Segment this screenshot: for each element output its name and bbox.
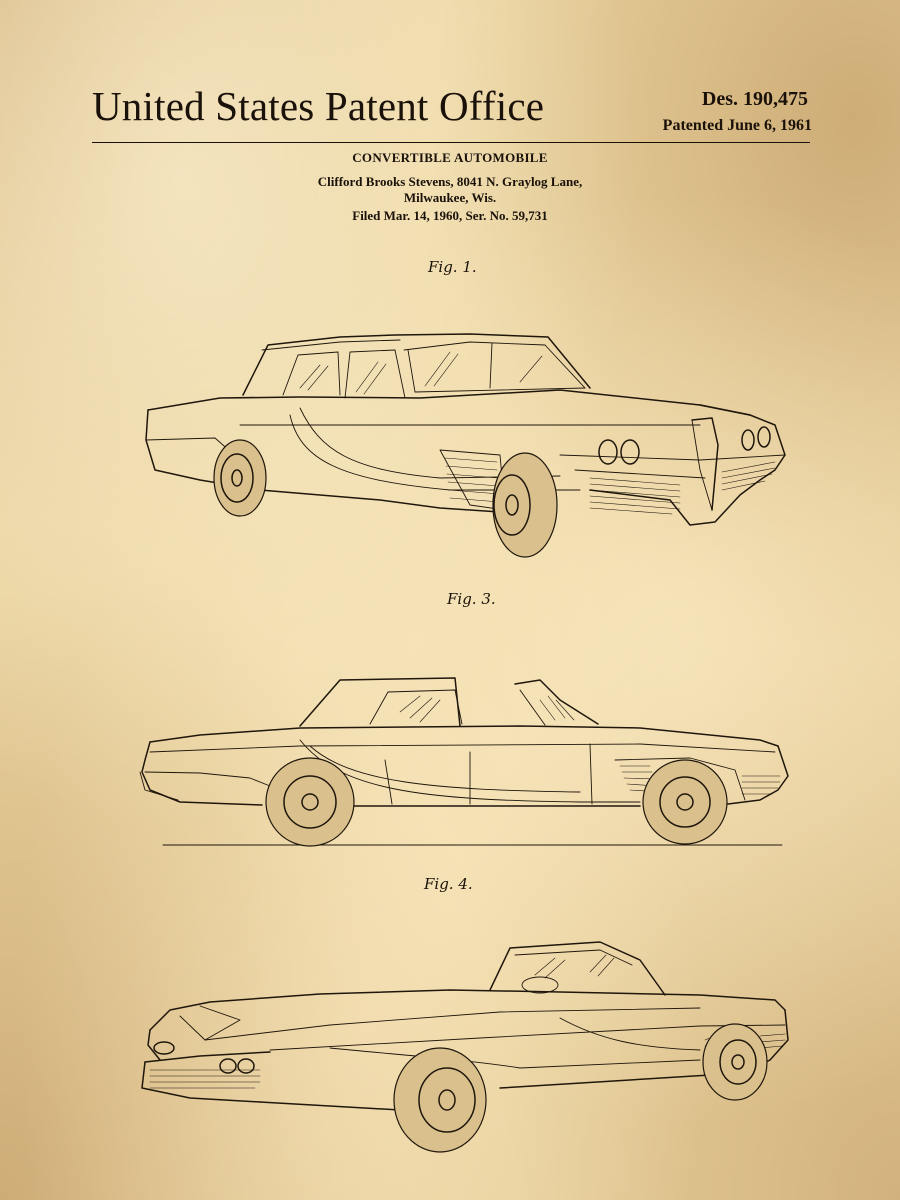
- figure-3-label: Fig. 3.: [447, 590, 496, 608]
- fig1-car-body: [145, 333, 786, 526]
- fig3-wheels: [265, 757, 728, 847]
- figure-4-label: Fig. 4.: [424, 875, 473, 893]
- office-title: United States Patent Office: [92, 83, 545, 129]
- invention-title: CONVERTIBLE AUTOMOBILE: [352, 150, 548, 165]
- inventor-city: Milwaukee, Wis.: [403, 190, 497, 205]
- design-number: Des. 190,475: [701, 88, 808, 110]
- fig4-wheels: [393, 1023, 768, 1153]
- header-rule: [92, 142, 810, 143]
- fig3-car-body: [139, 677, 789, 846]
- filing-info: Filed Mar. 14, 1960, Ser. No. 59,731: [352, 208, 548, 223]
- figure-1-label: Fig. 1.: [428, 258, 477, 276]
- fig1-wheels: [213, 439, 558, 558]
- inventor-line: Clifford Brooks Stevens, 8041 N. Graylog…: [317, 174, 583, 189]
- patented-date: Patented June 6, 1961: [662, 117, 812, 134]
